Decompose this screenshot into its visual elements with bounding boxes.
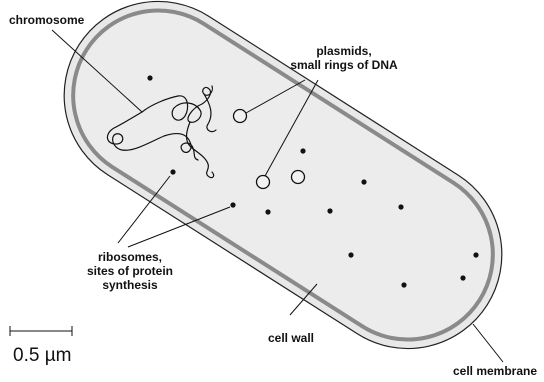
cell-wall-label: cell wall [256,331,326,345]
cell-membrane-label: cell membrane [448,364,542,378]
ribosomes-label: ribosomes, sites of protein synthesis [65,250,195,292]
ribosome [230,202,235,207]
ribosome [473,252,478,257]
scale-bar [10,326,72,336]
plasmids-label: plasmids, small rings of DNA [274,44,414,72]
ribosome [398,204,403,209]
ribosome [460,275,465,280]
ribosome [170,169,175,174]
ribosome [327,208,332,213]
plasmid [234,110,247,123]
chromosome-label: chromosome [9,13,84,27]
plasmid [257,176,270,189]
ribosome [147,75,152,80]
ribosome [361,179,366,184]
plasmid [292,171,305,184]
ribosome [401,282,406,287]
ribosome [300,148,305,153]
cell-membrane-leader [473,324,503,362]
ribosome [348,252,353,257]
ribosome [265,209,270,214]
scale-bar-label: 0.5 µm [13,346,71,366]
